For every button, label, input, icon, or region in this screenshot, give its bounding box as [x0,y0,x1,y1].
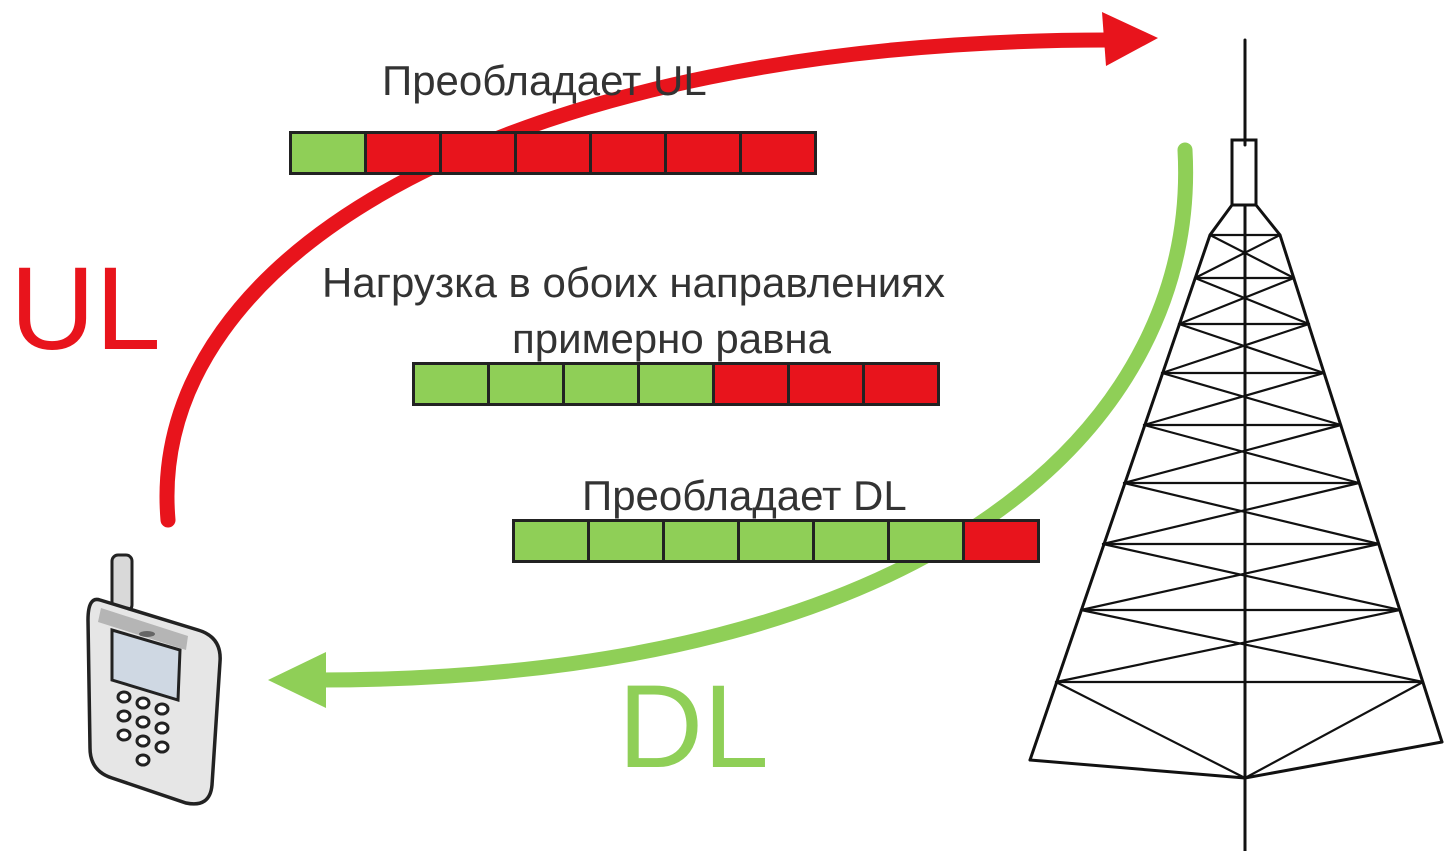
bar-ul-dominant [289,131,817,175]
ul-slot [715,365,787,403]
ul-slot [592,134,664,172]
label-balanced-line2: примерно равна [512,315,831,362]
ul-arrow [159,32,1116,528]
dl-label: DL [618,661,769,793]
dl-arrow [310,142,1194,688]
ul-slot [865,365,937,403]
dl-slot [565,365,637,403]
dl-slot [640,365,712,403]
bar-dl-dominant [512,519,1040,563]
ul-slot [367,134,439,172]
ul-label: UL [10,243,161,375]
ul-slot [790,365,862,403]
label-ul-dominant: Преобладает UL [382,57,707,104]
ul-arrowhead [1102,12,1158,66]
dl-arrowhead [268,652,326,708]
ul-slot [517,134,589,172]
bar-balanced [412,362,940,406]
dl-slot [590,522,662,560]
dl-slot [665,522,737,560]
dl-slot [490,365,562,403]
dl-slot [415,365,487,403]
dl-slot [292,134,364,172]
dl-slot [740,522,812,560]
ul-slot [442,134,514,172]
cell-tower-icon [1028,38,1444,851]
label-balanced-line1: Нагрузка в обоих направлениях [322,259,945,306]
mobile-phone-icon [86,553,222,806]
label-dl-dominant: Преобладает DL [582,472,907,519]
dl-slot [815,522,887,560]
ul-slot [965,522,1037,560]
ul-slot [667,134,739,172]
ul-slot [742,134,814,172]
dl-slot [515,522,587,560]
dl-slot [890,522,962,560]
